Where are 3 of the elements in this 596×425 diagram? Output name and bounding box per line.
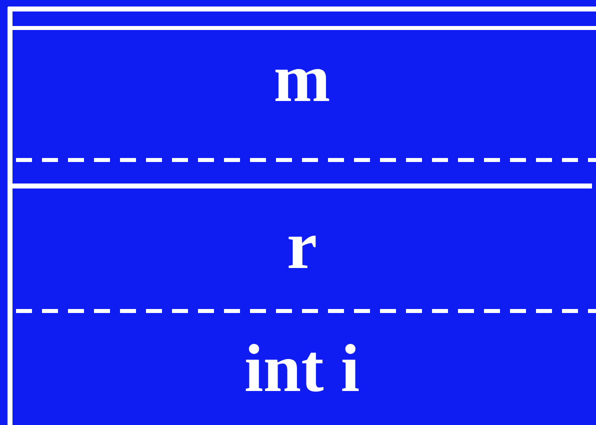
cell-label: r: [286, 211, 318, 279]
cell-label: m: [274, 44, 330, 112]
cell-label: int i: [244, 334, 360, 402]
